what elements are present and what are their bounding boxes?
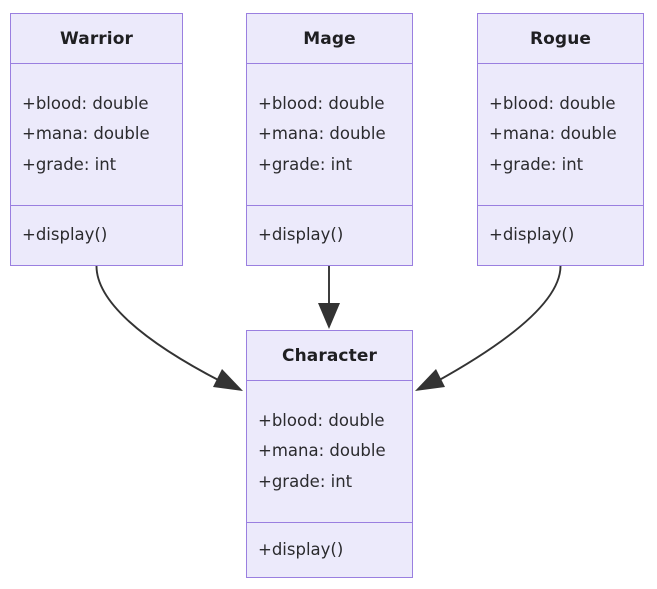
class-methods-mage: +display()	[247, 206, 412, 265]
class-attribute: +grade: int	[489, 154, 584, 174]
class-node-warrior[interactable]: Warrior +blood: double +mana: double +gr…	[10, 13, 183, 266]
class-method: +display()	[489, 225, 575, 245]
class-title-warrior: Warrior	[11, 14, 182, 64]
class-node-mage[interactable]: Mage +blood: double +mana: double +grade…	[246, 13, 413, 266]
class-methods-character: +display()	[247, 523, 412, 577]
class-methods-warrior: +display()	[11, 206, 182, 265]
class-methods-rogue: +display()	[478, 206, 643, 265]
class-title-character: Character	[247, 331, 412, 381]
class-attributes-warrior: +blood: double +mana: double +grade: int	[11, 64, 182, 206]
class-attribute: +mana: double	[489, 124, 617, 144]
class-node-character[interactable]: Character +blood: double +mana: double +…	[246, 330, 413, 578]
arrowhead-mage	[318, 303, 340, 329]
class-attribute: +mana: double	[258, 441, 386, 461]
class-attribute: +blood: double	[489, 93, 616, 113]
class-attributes-mage: +blood: double +mana: double +grade: int	[247, 64, 412, 206]
edge-rogue-to-character	[433, 265, 562, 384]
class-attribute: +blood: double	[22, 93, 149, 113]
class-attributes-rogue: +blood: double +mana: double +grade: int	[478, 64, 643, 206]
class-title-mage: Mage	[247, 14, 412, 64]
edge-warrior-to-character	[95, 265, 225, 384]
class-attribute: +blood: double	[258, 93, 385, 113]
class-attribute: +grade: int	[22, 154, 117, 174]
class-method: +display()	[258, 539, 344, 559]
class-attribute: +mana: double	[22, 124, 150, 144]
arrowhead-warrior	[213, 369, 243, 391]
class-title-rogue: Rogue	[478, 14, 643, 64]
class-node-rogue[interactable]: Rogue +blood: double +mana: double +grad…	[477, 13, 644, 266]
class-method: +display()	[258, 225, 344, 245]
class-attribute: +mana: double	[258, 124, 386, 144]
arrowhead-rogue	[415, 369, 445, 391]
class-attribute: +blood: double	[258, 410, 385, 430]
class-attribute: +grade: int	[258, 471, 353, 491]
class-attribute: +grade: int	[258, 154, 353, 174]
class-attributes-character: +blood: double +mana: double +grade: int	[247, 381, 412, 523]
class-method: +display()	[22, 225, 108, 245]
